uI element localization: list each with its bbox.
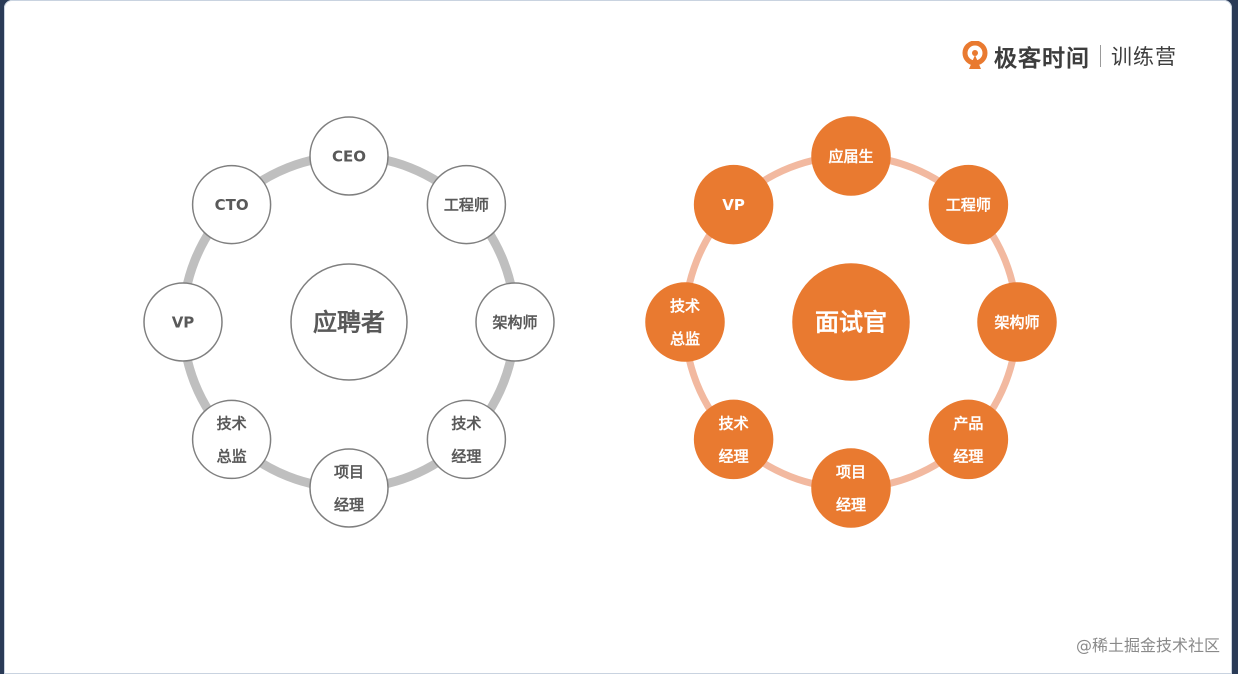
role-node xyxy=(426,399,507,480)
role-label: 工程师 xyxy=(946,196,991,214)
role-label: 经理 xyxy=(334,496,364,514)
role-label: 技术 xyxy=(719,414,749,432)
role-label: 工程师 xyxy=(444,196,489,214)
role-node xyxy=(811,448,891,528)
role-node xyxy=(191,164,272,245)
role-node xyxy=(426,164,507,245)
role-node xyxy=(928,164,1009,245)
role-label: 项目 xyxy=(836,463,866,481)
brand-separator xyxy=(1100,45,1101,67)
role-label: 架构师 xyxy=(491,313,537,331)
geektime-logo-icon xyxy=(962,41,988,69)
role-label: CTO xyxy=(215,196,249,214)
role-label: 经理 xyxy=(451,447,481,465)
role-node xyxy=(309,448,389,528)
center-node xyxy=(792,263,910,381)
brand-subtitle: 训练营 xyxy=(1111,45,1177,69)
role-label: 经理 xyxy=(953,447,983,465)
role-node xyxy=(475,282,555,362)
center-label: 应聘者 xyxy=(313,309,385,337)
role-label: 项目 xyxy=(334,463,364,481)
role-label: VP xyxy=(172,313,195,331)
role-node xyxy=(693,399,774,480)
watermark: @稀土掘金技术社区 xyxy=(1075,636,1220,655)
brand: 极客时间 训练营 xyxy=(962,38,1177,74)
role-label: CEO xyxy=(332,147,366,165)
role-label: VP xyxy=(722,196,745,214)
center-label: 面试官 xyxy=(815,309,887,337)
role-node xyxy=(645,282,725,362)
role-node xyxy=(977,282,1057,362)
role-node xyxy=(309,116,389,196)
brand-name: 极客时间 xyxy=(994,46,1090,72)
role-label: 架构师 xyxy=(993,313,1039,331)
role-node xyxy=(143,282,223,362)
role-label: 总监 xyxy=(217,447,247,465)
role-label: 技术 xyxy=(670,297,700,315)
role-label: 经理 xyxy=(719,447,749,465)
role-label: 技术 xyxy=(217,414,247,432)
role-node xyxy=(693,164,774,245)
role-node xyxy=(191,399,272,480)
role-label: 应届生 xyxy=(828,147,873,165)
role-label: 技术 xyxy=(451,414,481,432)
center-node xyxy=(290,263,408,381)
role-node xyxy=(928,399,1009,480)
role-label: 经理 xyxy=(836,496,866,514)
role-node xyxy=(811,116,891,196)
role-label: 总监 xyxy=(670,330,700,348)
role-label: 产品 xyxy=(953,414,983,432)
